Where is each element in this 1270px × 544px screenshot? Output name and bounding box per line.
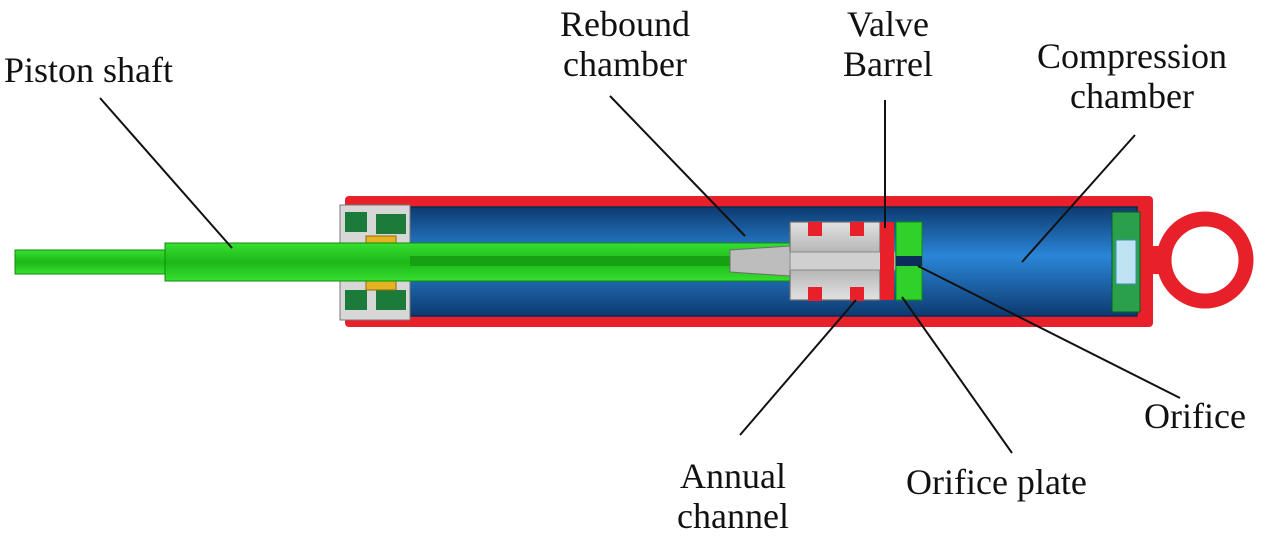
port-3 <box>808 287 822 301</box>
rod-bore <box>410 256 795 266</box>
mounting-eye <box>1156 211 1254 309</box>
leader-piston-shaft <box>99 97 233 249</box>
label-compression-chamber: Compression chamber <box>1012 36 1252 116</box>
port-1 <box>808 222 822 236</box>
label-valve-line-1: Valve <box>847 4 929 44</box>
orifice-hole <box>896 256 922 266</box>
label-piston-shaft: Piston shaft <box>4 50 174 90</box>
label-annual-line-1: Annual <box>680 456 786 496</box>
label-orifice-plate: Orifice plate <box>906 462 1087 502</box>
seal-bottom-2 <box>376 290 406 310</box>
seal-top-2 <box>376 214 406 234</box>
port-2 <box>850 222 864 236</box>
port-4 <box>850 287 864 301</box>
label-orifice: Orifice <box>1144 396 1246 436</box>
label-valve-line-2: Barrel <box>843 44 933 84</box>
leader-rebound-chamber <box>609 95 746 237</box>
label-annual-line-2: channel <box>677 496 789 536</box>
leader-lines <box>99 95 1181 454</box>
valve-core <box>789 251 896 271</box>
label-compression-line-1: Compression <box>1036 36 1227 76</box>
leader-orifice <box>917 265 1181 399</box>
seal-top <box>345 212 367 232</box>
leader-annual-channel <box>739 299 857 436</box>
barrel-wall <box>880 222 894 300</box>
label-rebound-chamber: Rebound chamber <box>540 4 710 84</box>
piston-rod-thin <box>14 249 171 275</box>
leader-compression-chamber <box>1021 134 1136 263</box>
label-valve-barrel: Valve Barrel <box>828 4 948 84</box>
seal-bottom <box>345 290 367 310</box>
label-compression-line-2: chamber <box>1070 76 1194 116</box>
valve-nozzle <box>729 245 791 277</box>
eye-neck <box>1146 246 1166 274</box>
label-annual-channel: Annual channel <box>658 456 808 536</box>
label-rebound-line-2: chamber <box>563 44 687 84</box>
end-fitting-core <box>1115 239 1137 285</box>
leader-orifice-plate <box>901 296 1013 454</box>
label-rebound-line-1: Rebound <box>560 4 690 44</box>
